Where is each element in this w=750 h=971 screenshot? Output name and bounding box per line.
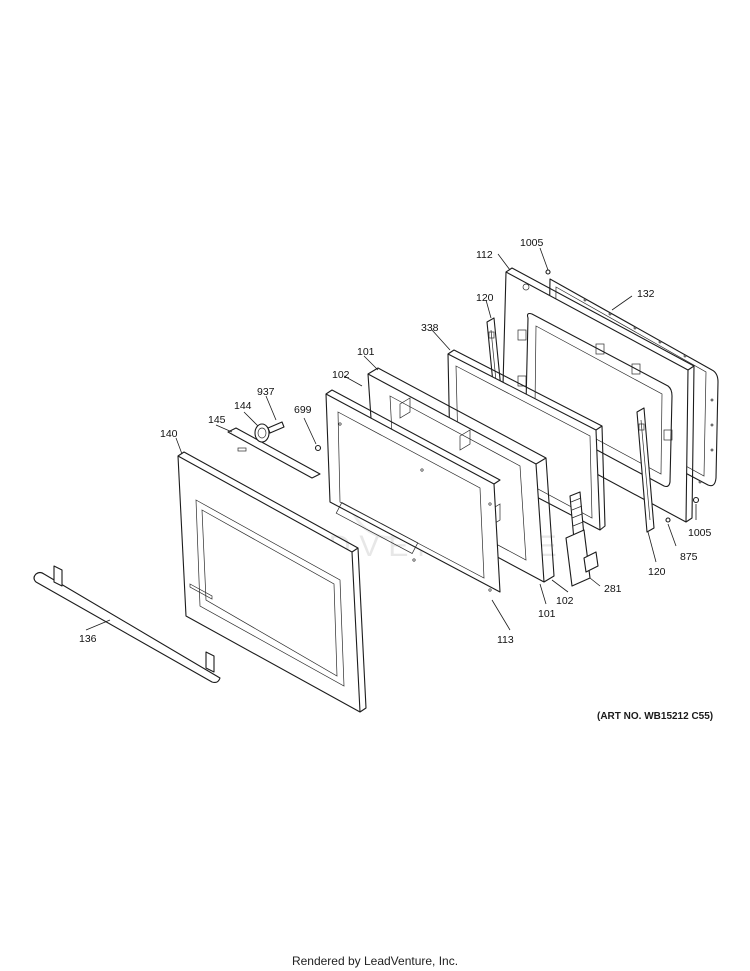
part-144-knob bbox=[254, 423, 270, 443]
callout-120-bottom: 120 bbox=[648, 566, 666, 578]
part-113-outer-glass bbox=[338, 422, 492, 592]
callout-102-bottom: 102 bbox=[556, 595, 574, 607]
part-136-handle bbox=[33, 565, 221, 684]
callout-120-top: 120 bbox=[476, 292, 494, 304]
part-102-inner-glass bbox=[325, 389, 501, 593]
part-937-screw bbox=[267, 421, 285, 434]
callout-145: 145 bbox=[208, 414, 226, 426]
callout-labels: 1005 112 132 120 338 101 102 937 144 145… bbox=[79, 237, 712, 646]
callout-132: 132 bbox=[637, 288, 655, 300]
callout-1005-top: 1005 bbox=[520, 237, 544, 249]
callout-136: 136 bbox=[79, 633, 97, 645]
callout-101-bottom: 101 bbox=[538, 608, 556, 620]
part-281-hinge bbox=[565, 491, 599, 587]
part-120-right-hinge-channel bbox=[636, 407, 655, 533]
leader-lines bbox=[85, 247, 697, 631]
callout-699: 699 bbox=[294, 404, 312, 416]
part-875-clip bbox=[665, 517, 671, 523]
footer-credit: Rendered by LeadVenture, Inc. bbox=[291, 954, 459, 968]
part-1005-screw-right bbox=[692, 496, 700, 504]
callout-112: 112 bbox=[476, 249, 493, 261]
part-1005-screw-top bbox=[545, 269, 551, 275]
callout-140: 140 bbox=[160, 428, 178, 440]
callout-113: 113 bbox=[497, 634, 514, 646]
callout-937: 937 bbox=[257, 386, 275, 398]
callout-144: 144 bbox=[234, 400, 252, 412]
callout-338: 338 bbox=[421, 322, 439, 334]
part-145-vent-panel bbox=[227, 427, 321, 479]
callout-101-top: 101 bbox=[357, 346, 375, 358]
art-number-label: (ART NO. WB15212 C55) bbox=[597, 711, 714, 722]
callout-102-top: 102 bbox=[332, 369, 350, 381]
callout-281: 281 bbox=[604, 583, 622, 595]
part-140-outer-door-panel bbox=[177, 451, 367, 713]
callout-1005-right: 1005 bbox=[688, 527, 712, 539]
part-699-fastener bbox=[314, 444, 322, 452]
callout-875: 875 bbox=[680, 551, 698, 563]
